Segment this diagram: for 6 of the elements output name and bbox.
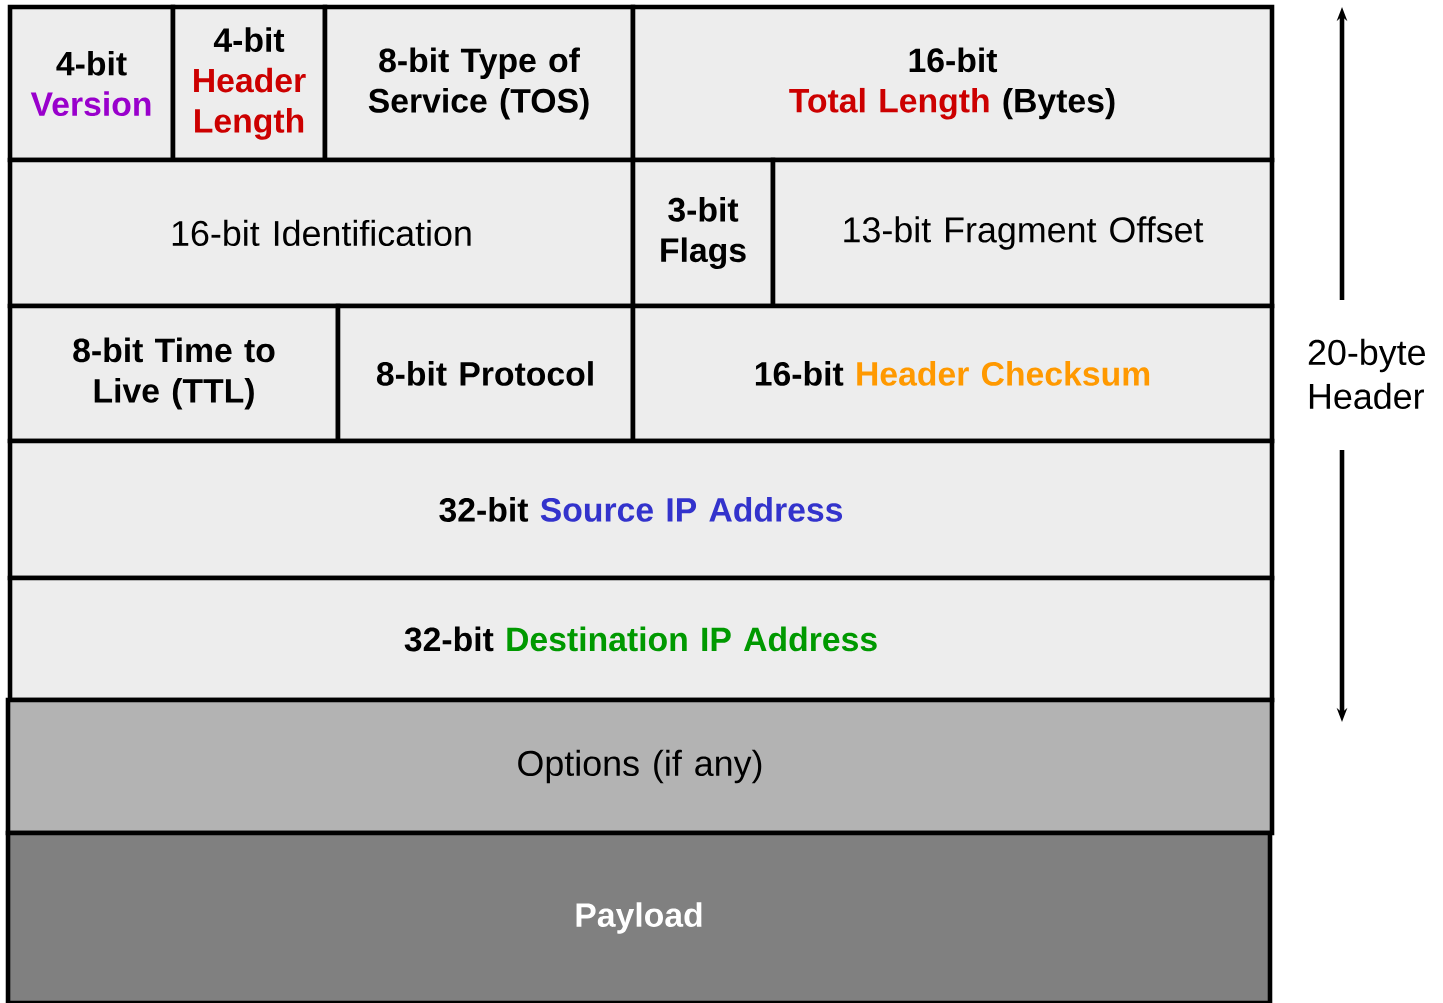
header-field-cell: 32-bit Destination IP Address: [7, 575, 1275, 703]
options-box: Options (if any): [5, 697, 1275, 836]
header-field-cell: 8-bit Time to Live (TTL): [7, 303, 341, 444]
header-field-cell: 4-bit Version: [7, 4, 176, 163]
payload-box: Payload: [5, 830, 1273, 1003]
dimension-label: 20-byte Header: [1308, 338, 1425, 410]
